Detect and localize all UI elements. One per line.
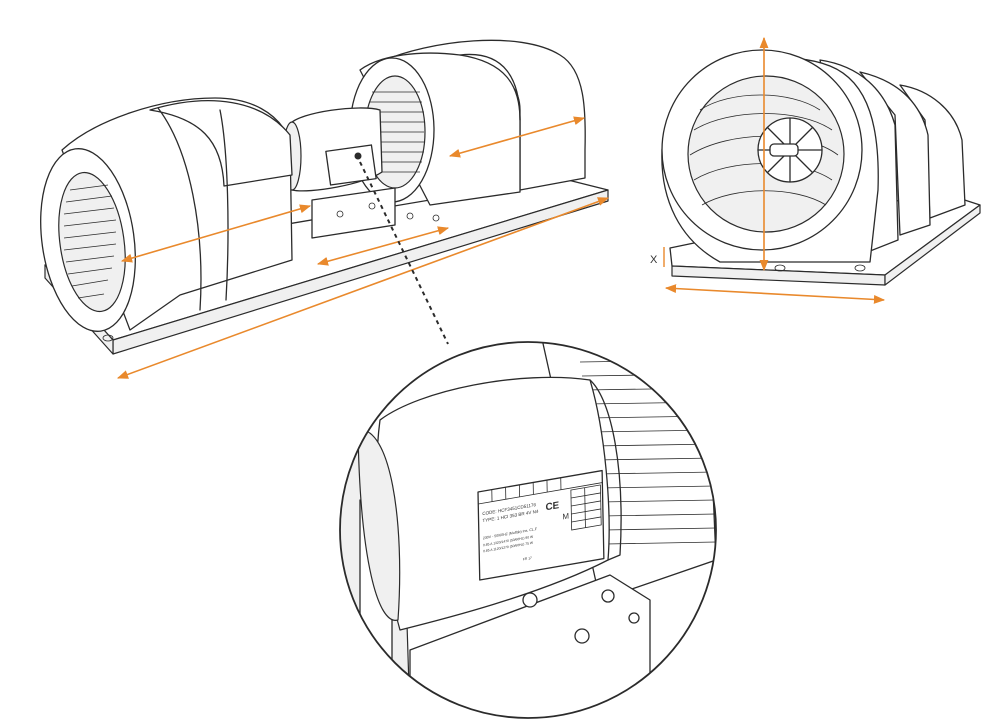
front-blower-wheel-icon [689, 94, 839, 206]
motor-mark-text: M [562, 511, 569, 521]
dimension-arrows-right [663, 36, 886, 304]
zoom-leader-line [359, 161, 449, 345]
zoom-detail: CODE: HCF3451CD51176 TYPE: 1 HCI 353 BR … [339, 341, 717, 719]
right-blower-housing [349, 39, 586, 206]
height-offset-label: X [650, 254, 658, 266]
motor-plate-footer: FR 17 [523, 556, 532, 562]
blower-front-view: X [650, 36, 981, 304]
motor-rating-plate: CODE: HCF3451CD51176 TYPE: 1 HCI 353 BR … [477, 469, 605, 581]
ce-mark-icon: CE [545, 500, 559, 513]
left-blower-wheel-icon [63, 184, 117, 299]
dimension-arrows-left [116, 116, 610, 379]
zoom-motor-bracket [409, 574, 651, 718]
double-blower-assembly [40, 39, 610, 379]
